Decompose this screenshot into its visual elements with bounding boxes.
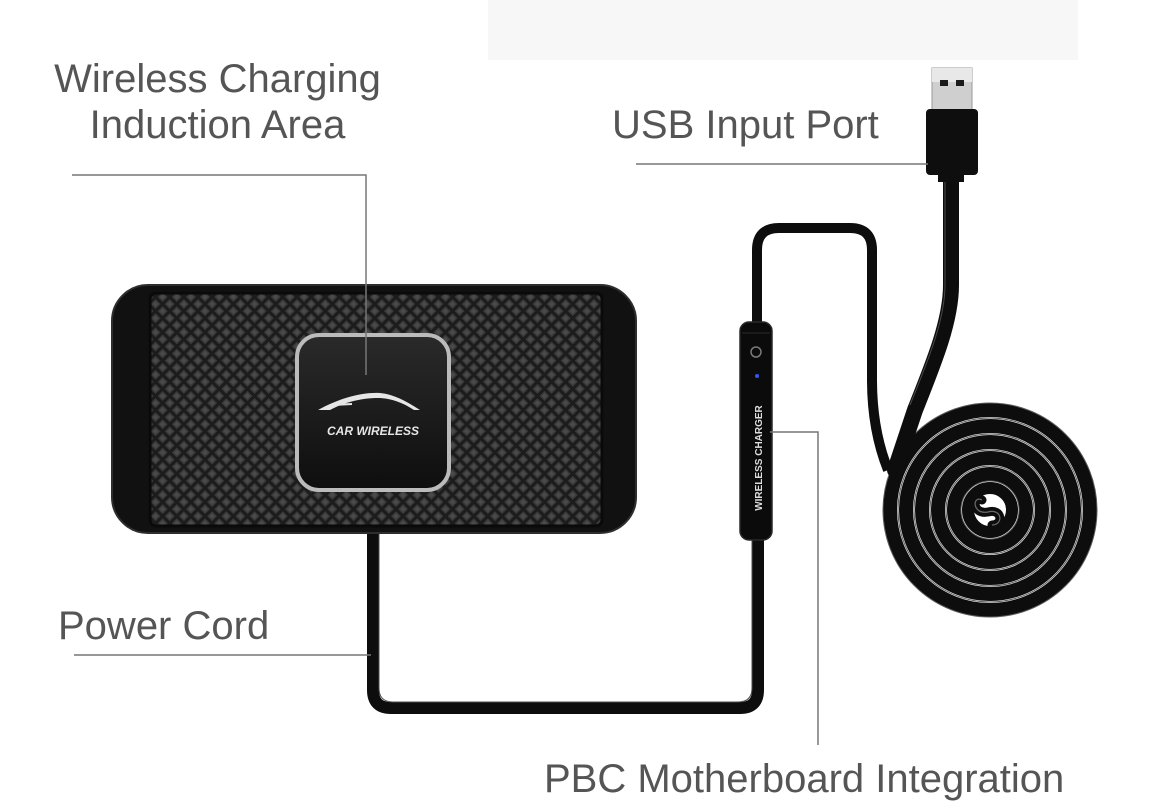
- induction-badge: CAR WIRELESS: [295, 333, 451, 492]
- label-power-cord: Power Cord: [58, 604, 270, 648]
- label-induction-line1: Wireless Charging: [54, 57, 381, 101]
- status-led-icon: [755, 374, 759, 378]
- leader-lines: [72, 163, 928, 745]
- leader-pbc: [770, 431, 819, 745]
- label-pbc-motherboard: PBC Motherboard Integration: [544, 757, 1065, 801]
- power-cord-cable: [367, 528, 764, 714]
- usb-connector: [926, 67, 978, 182]
- coiled-cable: [883, 403, 1097, 617]
- leader-induction: [72, 174, 367, 375]
- car-logo-icon: [318, 392, 420, 410]
- label-usb-input-port: USB Input Port: [612, 103, 879, 147]
- background-panel: [488, 0, 1078, 60]
- car-logo-stroke: [332, 403, 353, 406]
- label-induction-area: Wireless Charging Induction Area: [40, 56, 395, 148]
- pad-badge-text: CAR WIRELESS: [327, 424, 419, 438]
- power-symbol-icon: [750, 346, 762, 358]
- usb-cable-highlight: [909, 175, 946, 406]
- charger-module: WIRELESS CHARGER: [739, 321, 773, 541]
- coil-highlights: [882, 402, 1098, 618]
- module-cable-top: [752, 223, 893, 472]
- label-induction-line2: Induction Area: [89, 103, 346, 147]
- usb-cable: [887, 167, 959, 478]
- module-text: WIRELESS CHARGER: [754, 404, 765, 510]
- power-cord-highlight: [378, 530, 753, 703]
